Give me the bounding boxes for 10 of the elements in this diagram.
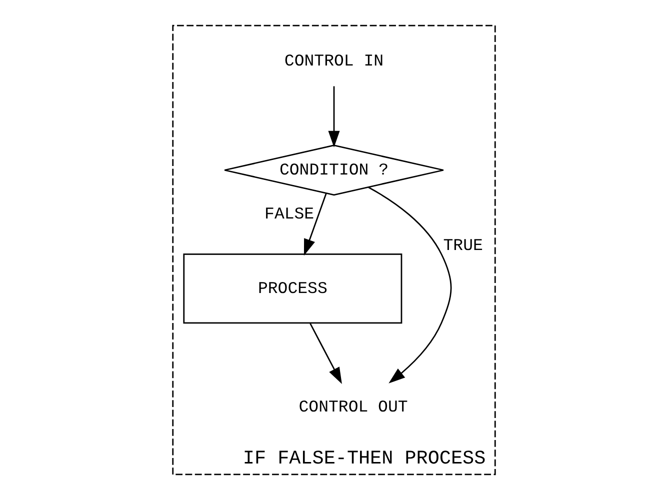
arrow	[368, 186, 452, 383]
edge-label: TRUE	[443, 236, 483, 255]
node-text: CONTROL IN	[284, 51, 384, 70]
edge-label: FALSE	[264, 204, 314, 224]
node-box: PROCESS	[183, 252, 402, 324]
arrow	[328, 86, 340, 147]
arrow	[304, 192, 327, 256]
arrow	[310, 322, 342, 384]
node-diamond: CONDITION ?	[224, 144, 444, 196]
node-text: CONTROL OUT	[298, 396, 408, 416]
